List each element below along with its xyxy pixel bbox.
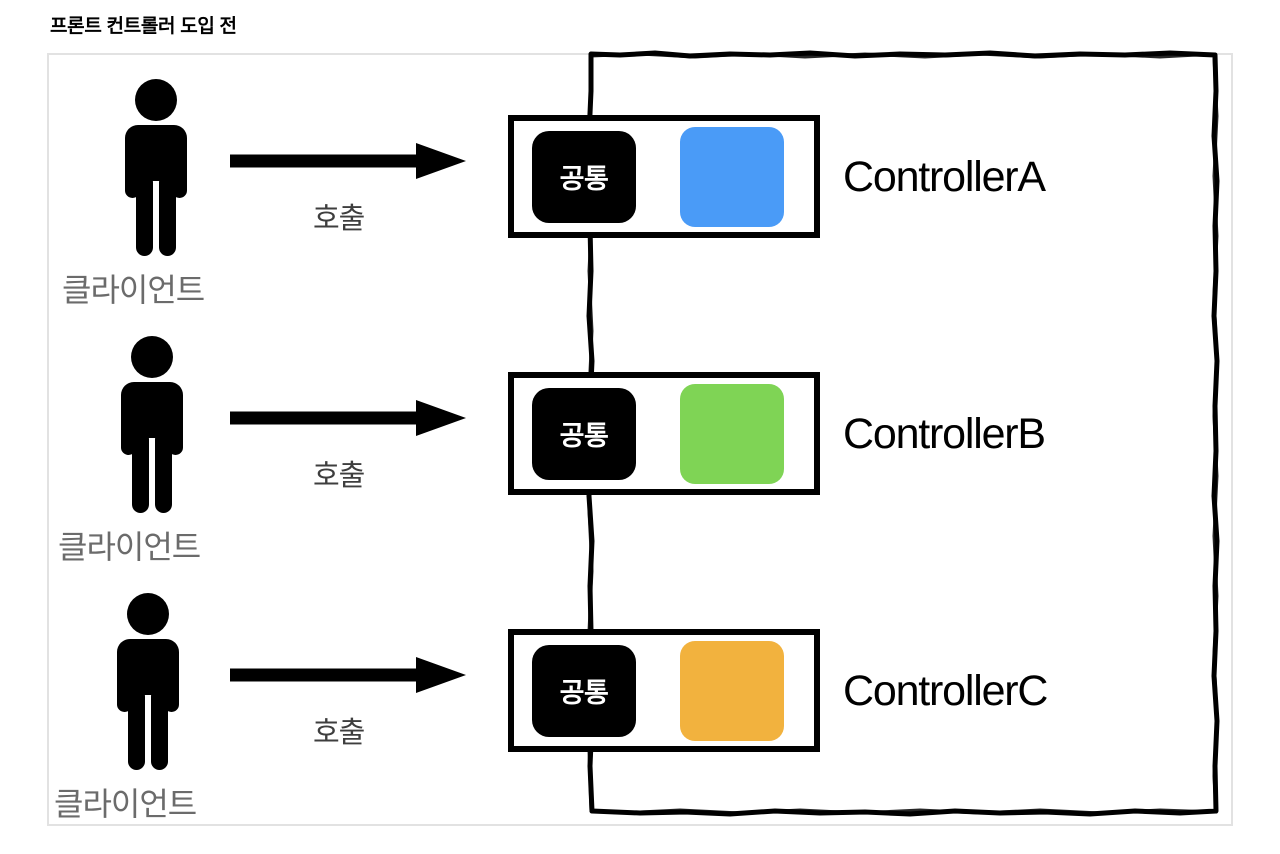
common-chip: 공통 bbox=[532, 387, 636, 480]
controller-name-a: ControllerA bbox=[843, 153, 1046, 201]
common-chip: 공통 bbox=[532, 644, 636, 737]
controller-box-a[interactable]: 공통 bbox=[508, 115, 820, 238]
common-chip: 공통 bbox=[532, 130, 636, 223]
arrow-right-icon bbox=[228, 655, 468, 695]
controller-name-c: ControllerC bbox=[843, 667, 1048, 715]
client-label: 클라이언트 bbox=[62, 272, 205, 308]
arrow-right-icon bbox=[228, 398, 468, 438]
arrow-label: 호출 bbox=[313, 460, 365, 492]
person-icon bbox=[104, 78, 208, 258]
arrow-right-icon bbox=[228, 141, 468, 181]
client-label: 클라이언트 bbox=[54, 786, 197, 822]
controller-box-c[interactable]: 공통 bbox=[508, 629, 820, 752]
person-icon bbox=[100, 335, 204, 515]
arrow-label: 호출 bbox=[313, 717, 365, 749]
arrow-label: 호출 bbox=[313, 203, 365, 235]
controller-logic-chip bbox=[680, 126, 784, 227]
controller-box-b[interactable]: 공통 bbox=[508, 372, 820, 495]
controller-logic-chip bbox=[680, 383, 784, 484]
controller-logic-chip bbox=[680, 640, 784, 741]
person-icon bbox=[96, 592, 200, 772]
client-label: 클라이언트 bbox=[58, 529, 201, 565]
page-title: 프론트 컨트롤러 도입 전 bbox=[50, 16, 237, 37]
controller-name-b: ControllerB bbox=[843, 410, 1046, 458]
